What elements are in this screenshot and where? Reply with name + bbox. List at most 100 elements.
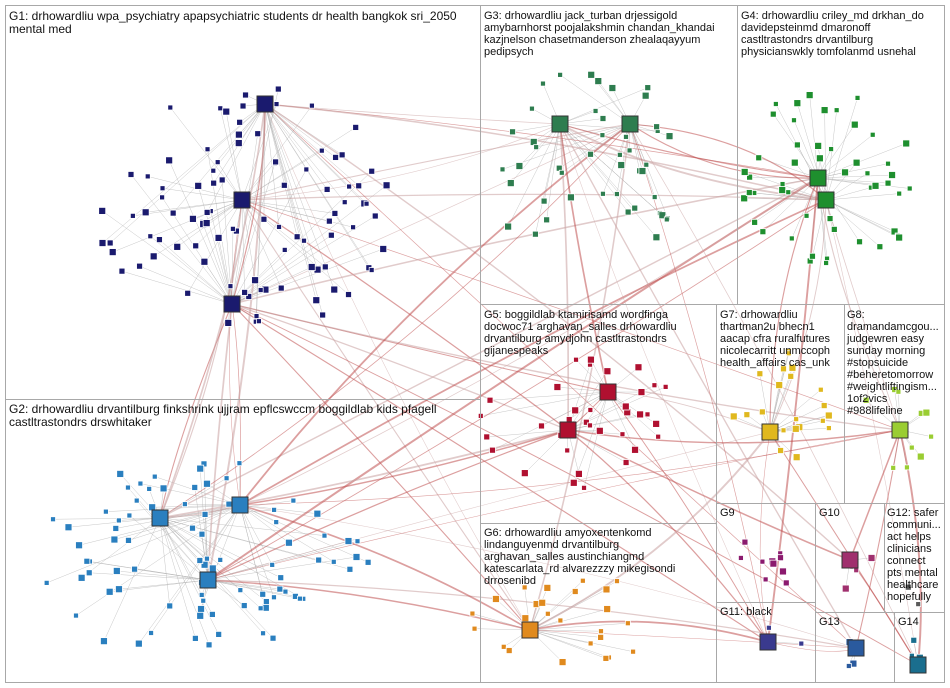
node-avatar: [587, 150, 594, 158]
node-avatar: [83, 557, 91, 565]
edge: [264, 103, 359, 186]
node-avatar: [504, 222, 513, 231]
edge: [559, 123, 629, 213]
hub-node-avatar: [223, 295, 241, 313]
node-avatar: [191, 634, 199, 642]
inter-group-edge: [231, 303, 901, 431]
node-avatar: [285, 538, 293, 547]
node-avatar: [276, 224, 282, 230]
node-avatar: [803, 212, 810, 219]
node-avatar: [204, 146, 211, 153]
inter-group-edge: [559, 123, 609, 393]
node-avatar: [884, 179, 892, 187]
inter-group-edge: [159, 123, 631, 519]
node-avatar: [133, 497, 140, 504]
node-avatar: [592, 108, 599, 114]
edge: [264, 103, 350, 187]
edge: [159, 517, 267, 602]
node-avatar: [500, 643, 507, 650]
node-avatar: [259, 590, 267, 598]
edge: [817, 163, 889, 179]
node-avatar: [110, 535, 119, 544]
node-avatar: [652, 233, 661, 242]
edge: [139, 265, 233, 305]
node-avatar: [558, 169, 565, 176]
node-avatar: [655, 433, 662, 440]
node-avatar: [619, 431, 626, 438]
inter-group-edge: [567, 429, 769, 643]
node-avatar: [631, 204, 639, 212]
edge: [102, 103, 266, 244]
node-avatar: [793, 416, 800, 423]
inter-group-edge: [559, 123, 570, 431]
node-avatar: [499, 166, 506, 173]
inter-group-edge: [529, 629, 857, 649]
node-avatar: [115, 517, 122, 524]
edge: [187, 199, 243, 294]
node-avatar: [346, 183, 353, 190]
inter-group-edge: [855, 429, 901, 649]
edge: [583, 391, 609, 488]
node-avatar: [77, 573, 86, 582]
node-avatar: [890, 227, 899, 236]
edge: [138, 504, 241, 644]
edge: [241, 199, 326, 268]
edge: [817, 174, 893, 179]
node-avatar: [600, 190, 606, 197]
node-avatar: [341, 199, 348, 206]
edge: [207, 579, 286, 592]
node-avatar: [262, 598, 270, 605]
node-avatar: [544, 610, 551, 617]
node-avatar: [254, 130, 262, 138]
node-avatar: [136, 262, 143, 270]
edge: [130, 174, 233, 305]
node-avatar: [603, 605, 612, 613]
node-avatar: [332, 154, 339, 161]
node-avatar: [210, 167, 217, 174]
inter-group-edge: [607, 391, 771, 433]
node-avatar: [922, 408, 931, 417]
node-avatar: [622, 459, 630, 466]
group-box-g14: [894, 612, 945, 683]
edge: [231, 163, 276, 305]
inter-group-edge: [529, 123, 631, 631]
node-avatar: [602, 654, 610, 662]
node-avatar: [325, 217, 333, 225]
node-avatar: [850, 120, 859, 129]
edge: [264, 103, 298, 237]
node-avatar: [509, 128, 516, 136]
node-avatar: [116, 470, 125, 478]
edge: [241, 199, 335, 214]
group-label-g10: G10: [819, 507, 840, 519]
node-avatar: [532, 230, 539, 238]
node-avatar: [307, 263, 316, 271]
node-avatar: [280, 181, 288, 189]
node-avatar: [230, 225, 236, 232]
node-avatar: [904, 583, 912, 591]
edge: [264, 103, 318, 270]
node-avatar: [579, 577, 586, 584]
node-avatar: [820, 106, 829, 115]
node-avatar: [663, 216, 670, 223]
node-avatar: [327, 231, 335, 239]
hub-node-avatar: [621, 115, 639, 133]
node-avatar: [626, 147, 633, 154]
node-avatar: [277, 284, 285, 292]
node-avatar: [131, 565, 138, 573]
node-avatar: [790, 158, 799, 167]
inter-group-edge: [769, 177, 819, 433]
node-avatar: [198, 530, 206, 538]
node-avatar: [599, 132, 606, 139]
edge: [159, 517, 219, 635]
edge: [529, 629, 606, 659]
inter-group-edge: [629, 123, 819, 179]
inter-group-edge: [825, 199, 919, 666]
node-avatar: [587, 355, 595, 364]
edge: [68, 517, 161, 528]
edge: [206, 103, 266, 213]
group-label-g8: G8: dramandamcgou... judgewren easy sund…: [847, 309, 939, 417]
node-avatar: [762, 576, 769, 583]
node-avatar: [833, 107, 840, 114]
node-avatar: [785, 189, 792, 196]
node-avatar: [928, 433, 934, 440]
